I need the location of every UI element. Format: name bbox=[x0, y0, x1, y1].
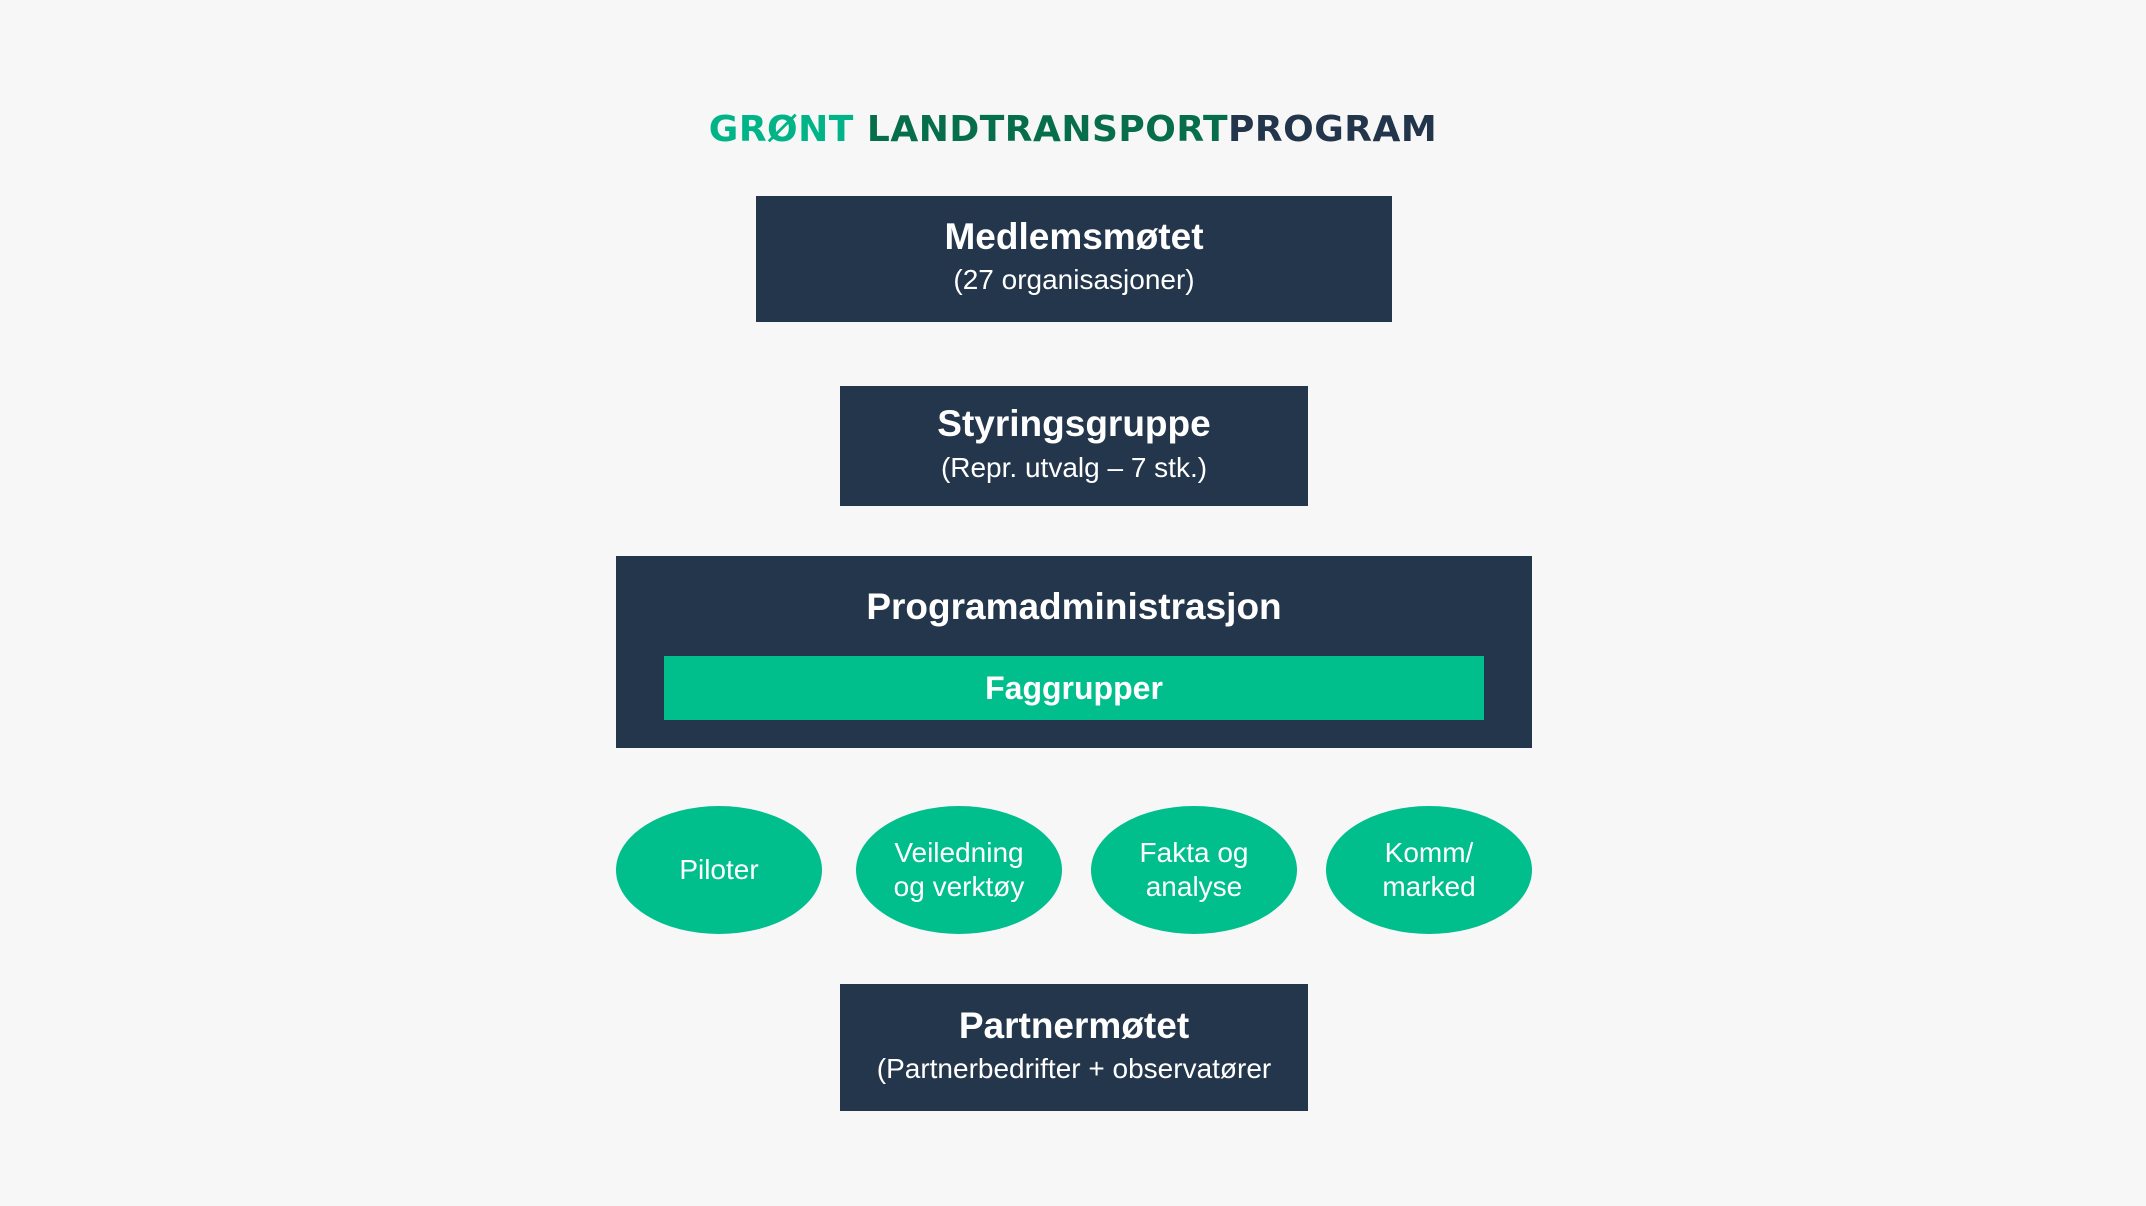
programadministrasjon-box: Programadministrasjon Faggrupper bbox=[616, 556, 1532, 748]
partnermotet-title: Partnermøtet bbox=[958, 1005, 1190, 1046]
group-ellipse-komm: Komm/ marked bbox=[1326, 806, 1532, 934]
partnermotet-subtitle: (Partnerbedrifter + observatører bbox=[876, 1053, 1272, 1084]
medlemsmotet-title: Medlemsmøtet bbox=[944, 216, 1204, 257]
group-label: Veiledning og verktøy bbox=[893, 837, 1025, 902]
program-logo: GRØNT LANDTRANSPORTPROGRAM bbox=[0, 108, 2146, 152]
programadministrasjon-title: Programadministrasjon bbox=[866, 586, 1282, 627]
medlemsmotet-box: Medlemsmøtet (27 organisasjoner) bbox=[756, 196, 1392, 322]
logo-word-landtransport: LANDTRANSPORT bbox=[866, 109, 1229, 150]
styringsgruppe-title: Styringsgruppe bbox=[937, 403, 1211, 444]
group-label: Komm/ marked bbox=[1382, 837, 1476, 902]
faggrupper-bar: Faggrupper bbox=[664, 656, 1484, 720]
logo-word-gront: GRØNT bbox=[708, 109, 854, 150]
group-ellipse-fakta: Fakta og analyse bbox=[1091, 806, 1297, 934]
partnermotet-box: Partnermøtet (Partnerbedrifter + observa… bbox=[840, 984, 1308, 1111]
medlemsmotet-subtitle: (27 organisasjoner) bbox=[953, 264, 1195, 295]
styringsgruppe-box: Styringsgruppe (Repr. utvalg – 7 stk.) bbox=[840, 386, 1308, 506]
logo-word-program: PROGRAM bbox=[1228, 109, 1438, 150]
group-ellipse-piloter: Piloter bbox=[616, 806, 822, 934]
styringsgruppe-subtitle: (Repr. utvalg – 7 stk.) bbox=[940, 452, 1208, 483]
group-label: Fakta og analyse bbox=[1139, 837, 1249, 902]
group-ellipse-veiledning: Veiledning og verktøy bbox=[856, 806, 1062, 934]
group-label: Piloter bbox=[679, 854, 759, 885]
